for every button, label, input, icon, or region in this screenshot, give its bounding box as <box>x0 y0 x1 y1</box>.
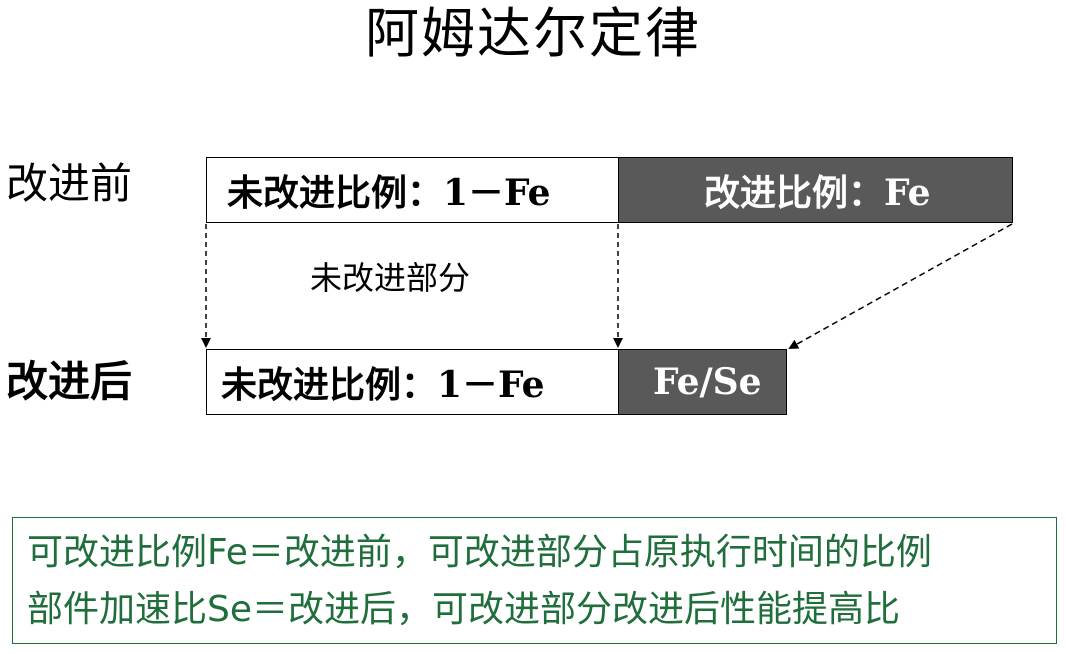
after-unimproved-text: 未改进比例：1－Fe <box>221 364 545 406</box>
dashed-arrow-icon-right <box>788 223 1013 349</box>
after-improved-text: Fe/Se <box>653 361 762 403</box>
definition-se: 部件加速比Se＝改进后，可改进部分改进后性能提高比 <box>27 589 901 630</box>
definitions-box: 可改进比例Fe＝改进前，可改进部分占原执行时间的比例 部件加速比Se＝改进后，可… <box>12 517 1057 644</box>
before-improved-bar: 改进比例：Fe <box>618 157 1013 223</box>
after-label: 改进后 <box>6 357 133 406</box>
before-unimproved-text: 未改进比例：1－Fe <box>227 172 551 214</box>
after-unimproved-bar: 未改进比例：1－Fe <box>206 349 620 415</box>
after-improved-bar: Fe/Se <box>618 349 787 415</box>
page-title: 阿姆达尔定律 <box>365 2 701 65</box>
definition-fe: 可改进比例Fe＝改进前，可改进部分占原执行时间的比例 <box>27 532 932 573</box>
before-label: 改进前 <box>6 159 133 208</box>
before-unimproved-bar: 未改进比例：1－Fe <box>206 157 620 223</box>
before-improved-text: 改进比例：Fe <box>704 172 931 214</box>
unimproved-part-label: 未改进部分 <box>310 259 471 297</box>
